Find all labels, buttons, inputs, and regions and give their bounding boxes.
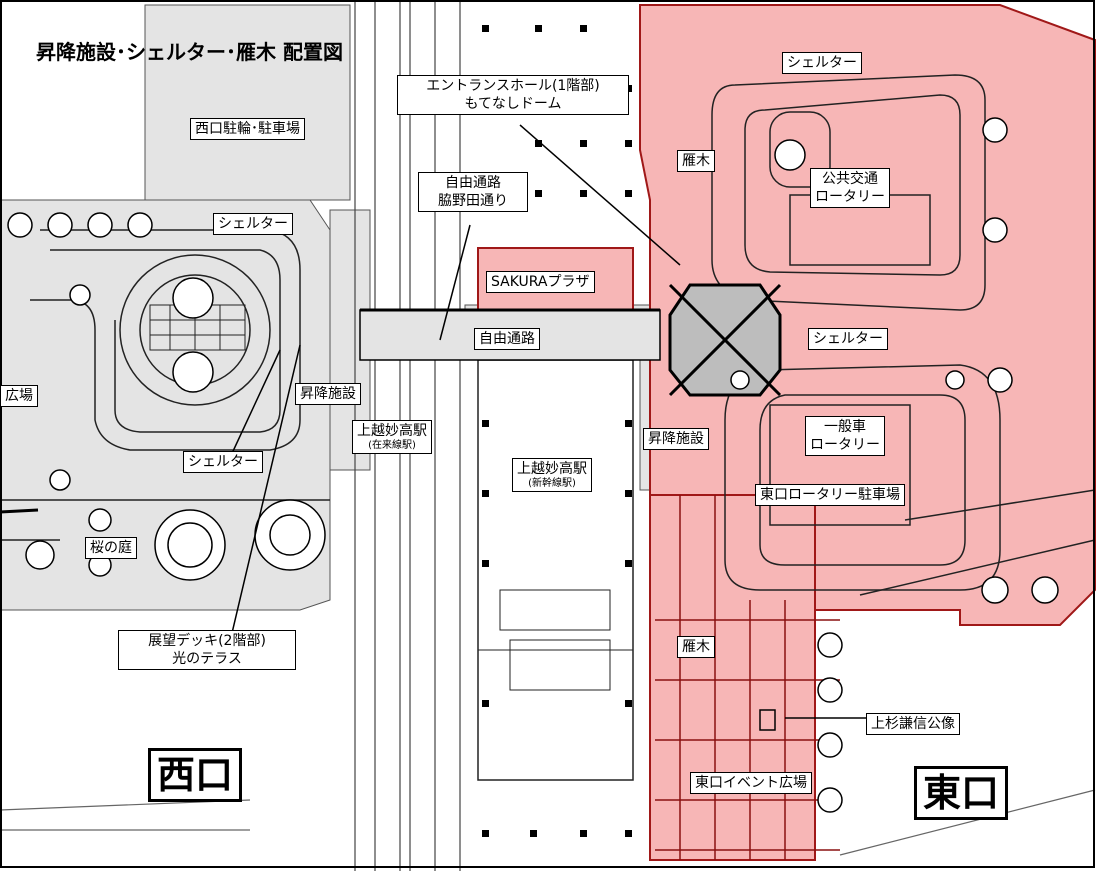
entrance-hall-text: エントランスホール(1階部): [426, 78, 600, 94]
label-nishiguchi: 西口: [148, 748, 243, 802]
label-jiyu-tsuro-main: 自由通路: [474, 328, 540, 350]
label-sakura-plaza: SAKURAプラザ: [486, 271, 595, 293]
label-west-parking: 西口駐輪･駐車場: [190, 118, 305, 140]
label-shelter-west-upper: シェルター: [213, 213, 293, 235]
label-shelter-west-lower: シェルター: [183, 451, 263, 473]
label-jiyu-tsuro-wakinoda: 自由通路 脇野田通り: [418, 172, 528, 212]
shinkansen-sub-text: (新幹線駅): [528, 478, 576, 489]
label-gangi-lower: 雁木: [677, 636, 715, 658]
wakinoda-dori-text: 脇野田通り: [438, 193, 508, 209]
joetsu-shinkansen-text: 上越妙高駅: [517, 461, 587, 477]
label-shoko-west: 昇降施設: [295, 383, 361, 405]
label-public-transport-rotary: 公共交通 ロータリー: [810, 168, 890, 208]
ippansha-text: 一般車: [824, 419, 866, 435]
label-ippansha-rotary: 一般車 ロータリー: [805, 416, 885, 456]
label-hiroba: 広場: [0, 385, 38, 407]
label-higashiguchi: 東口: [914, 766, 1009, 820]
ippansha-rotary-text: ロータリー: [810, 437, 880, 453]
label-joetsu-zairai: 上越妙高駅 (在来線駅): [352, 420, 432, 454]
label-observation-deck: 展望デッキ(2階部) 光のテラス: [118, 630, 296, 670]
label-shoko-east: 昇降施設: [643, 428, 709, 450]
label-gangi-upper: 雁木: [677, 150, 715, 172]
rotary-text: ロータリー: [815, 189, 885, 205]
label-joetsu-shinkansen: 上越妙高駅 (新幹線駅): [512, 458, 592, 492]
joetsu-zairai-text: 上越妙高駅: [357, 423, 427, 439]
label-shelter-top: シェルター: [782, 52, 862, 74]
label-entrance-hall: エントランスホール(1階部) もてなしドーム: [397, 75, 629, 115]
motenashi-dome-text: もてなしドーム: [464, 96, 562, 112]
label-east-parking: 東口ロータリー駐車場: [755, 484, 905, 506]
zairai-sub-text: (在来線駅): [368, 440, 416, 451]
map-title: 昇降施設･シェルター･雁木 配置図: [36, 40, 343, 64]
jiyu-tsuro-text: 自由通路: [445, 175, 501, 191]
public-transport-text: 公共交通: [822, 171, 878, 187]
hikari-terrace-text: 光のテラス: [172, 651, 242, 667]
observation-deck-text: 展望デッキ(2階部): [148, 633, 266, 649]
label-sakura-garden: 桜の庭: [85, 537, 137, 559]
label-shelter-east: シェルター: [808, 328, 888, 350]
label-east-event: 東口イベント広場: [690, 772, 812, 794]
label-uesugi-statue: 上杉謙信公像: [866, 713, 960, 735]
